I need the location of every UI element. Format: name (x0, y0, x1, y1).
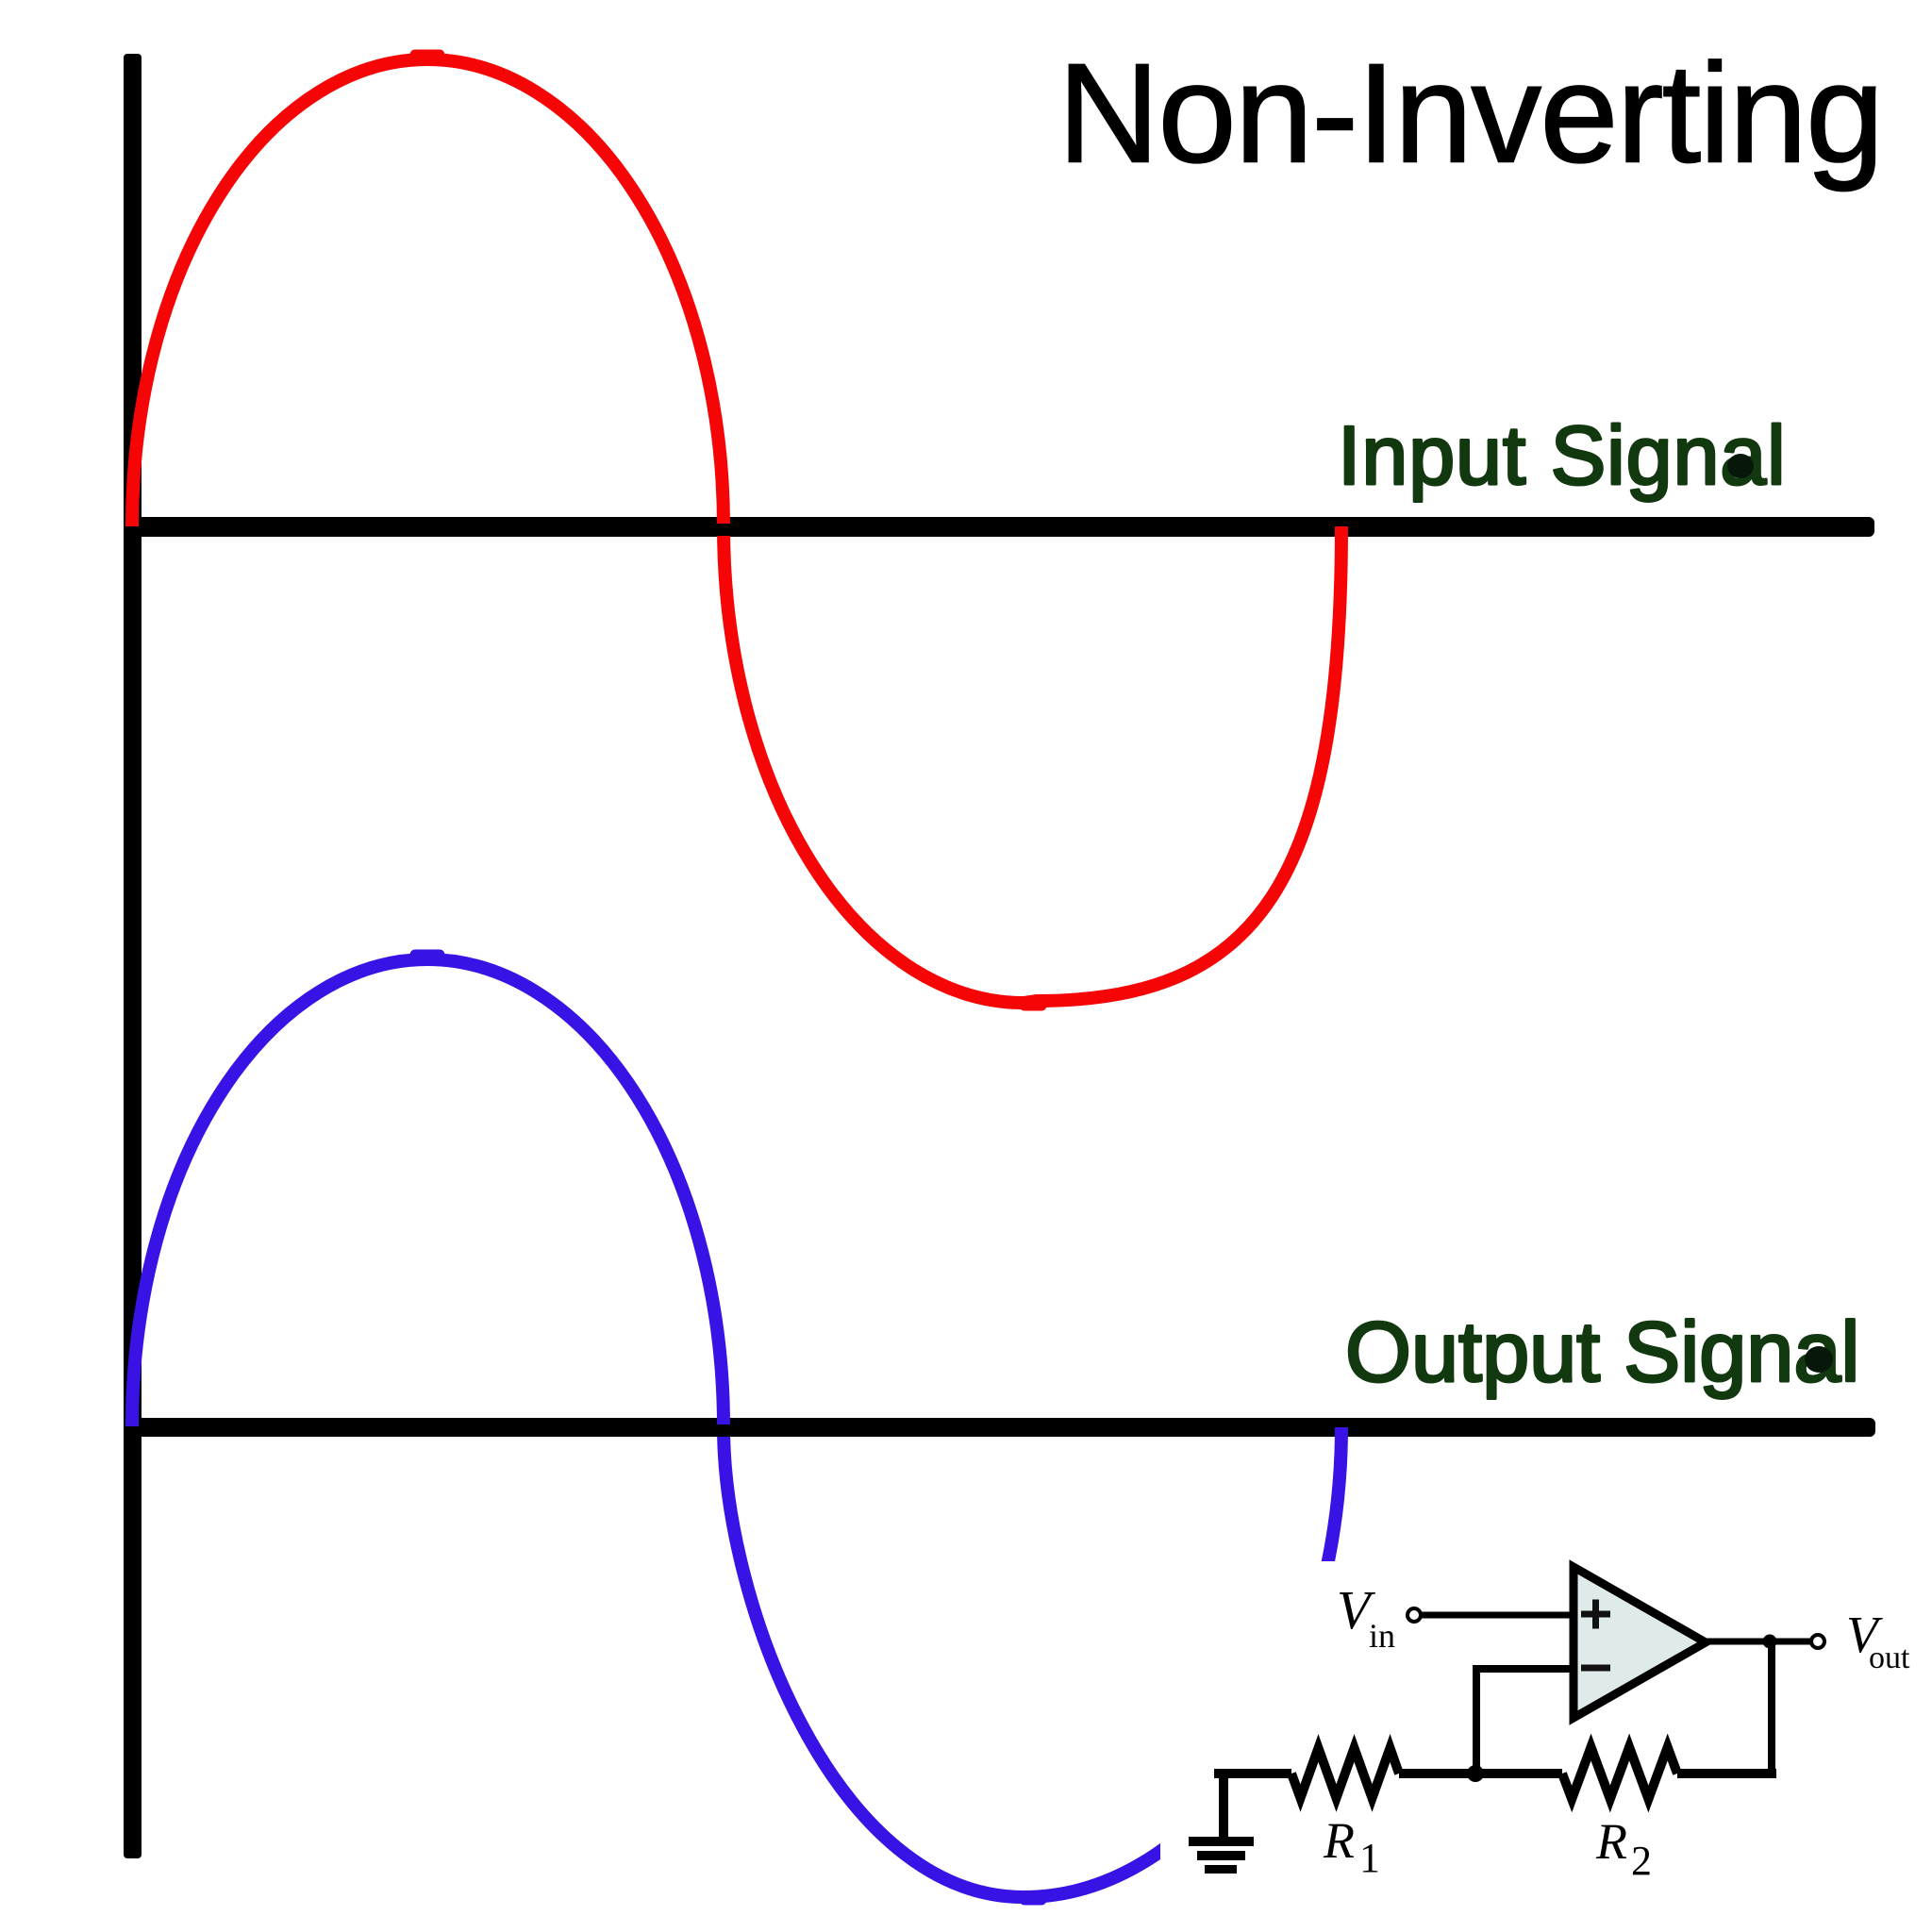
svg-text:V: V (1846, 1606, 1883, 1663)
svg-text:Non-Inverting: Non-Inverting (1058, 34, 1882, 192)
svg-text:in: in (1369, 1617, 1395, 1655)
svg-text:Output Signal: Output Signal (1345, 1306, 1859, 1400)
svg-text:out: out (1869, 1641, 1910, 1675)
svg-text:V: V (1337, 1579, 1376, 1641)
svg-text:R: R (1595, 1813, 1627, 1870)
svg-text:Input Signal: Input Signal (1338, 408, 1787, 502)
svg-text:1: 1 (1359, 1835, 1380, 1881)
svg-text:2: 2 (1631, 1838, 1652, 1884)
svg-text:R: R (1323, 1812, 1355, 1869)
